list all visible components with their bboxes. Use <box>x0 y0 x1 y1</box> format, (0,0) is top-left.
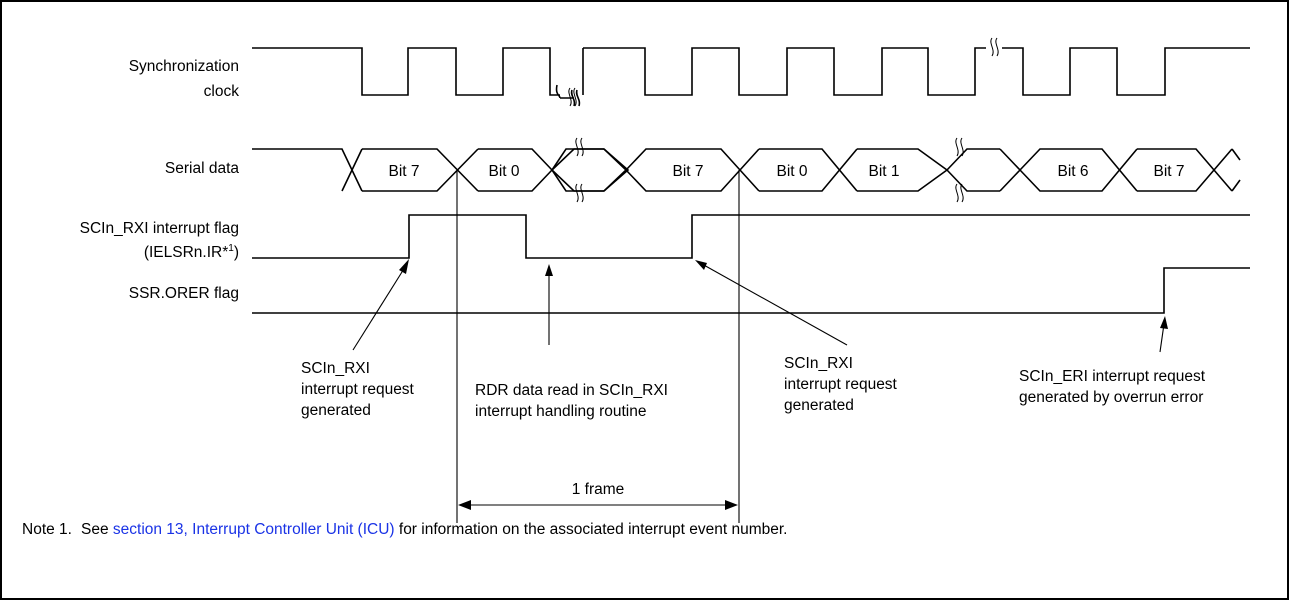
sync-clock-waveform <box>252 47 1250 107</box>
footnote-number: Note 1. <box>22 521 72 538</box>
frame-label: 1 frame <box>572 481 625 498</box>
footnote-marker: 1 <box>228 243 234 254</box>
footnote-suffix: for information on the associated interr… <box>394 521 788 538</box>
orer-flag-waveform <box>252 267 1250 314</box>
serial-data-waveform <box>252 137 1241 203</box>
footnote: Note 1. See section 13, Interrupt Control… <box>22 521 787 539</box>
section-13-link[interactable]: section 13, Interrupt Controller Unit (I… <box>112 521 395 538</box>
bit-label: Bit 7 <box>672 163 703 180</box>
sync-clock-label-2: clock <box>204 83 240 100</box>
bit-label: Bit 6 <box>1057 163 1088 180</box>
bit-label: Bit 7 <box>1153 163 1184 180</box>
rxi-flag-label-2: (IELSRn.IR*1) <box>144 243 239 261</box>
bit-label: Bit 0 <box>776 163 807 180</box>
clock-break-mark-2 <box>990 37 999 57</box>
rxi-generated-note-1: SCIn_RXI interrupt request generated <box>301 360 418 419</box>
eri-generated-note: SCIn_ERI interrupt request generated by … <box>1019 368 1209 406</box>
rxi-flag-label-1: SCIn_RXI interrupt flag <box>80 220 239 237</box>
serial-data-label: Serial data <box>165 160 239 177</box>
rdr-read-note: RDR data read in SCIn_RXI interrupt hand… <box>475 382 672 420</box>
orer-flag-label: SSR.ORER flag <box>129 285 239 302</box>
frame-dimension-arrow <box>458 500 738 510</box>
bit-label: Bit 0 <box>488 163 519 180</box>
sync-clock-label-1: Synchronization <box>129 58 239 75</box>
annotation-arrows <box>352 259 1168 353</box>
bit-label: Bit 7 <box>388 163 419 180</box>
rxi-generated-note-2: SCIn_RXI interrupt request generated <box>784 355 901 414</box>
bit-label: Bit 1 <box>868 163 899 180</box>
clock-break-mark-1 <box>568 87 577 107</box>
footnote-prefix: See <box>81 521 113 538</box>
rxi-flag-waveform <box>252 214 1250 259</box>
